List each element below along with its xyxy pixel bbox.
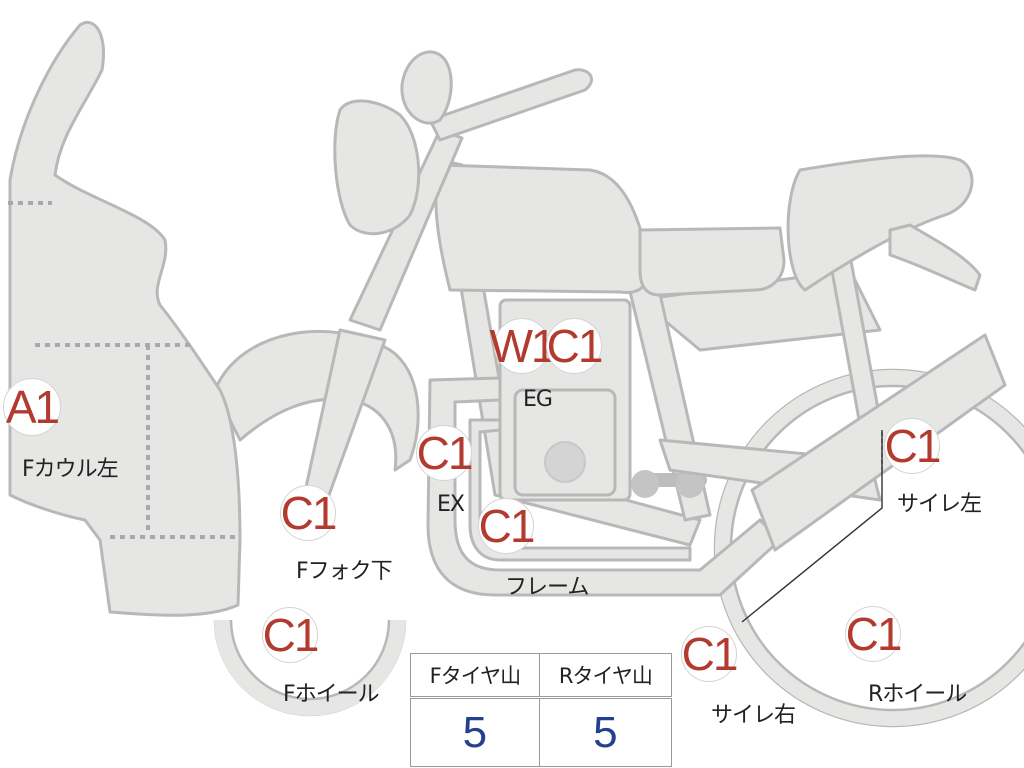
exhaust-pipe-shape (426, 376, 782, 597)
rear-strut-shape (828, 253, 882, 427)
front-cowl-shape (8, 21, 242, 617)
mirror-shape (400, 50, 453, 125)
muffler-shape (750, 333, 1007, 552)
tire-table-value-rear: 5 (538, 697, 673, 767)
tire-table-value-front: 5 (410, 697, 540, 767)
tire-tread-table: Fタイヤ山 Rタイヤ山 5 5 (410, 653, 673, 767)
badge-f-wheel: C1 (262, 607, 319, 663)
label-f-fork: Fフォク下 (296, 559, 393, 584)
tire-table-header-front: Fタイヤ山 (410, 653, 540, 699)
label-ex: EX (437, 492, 465, 517)
rear-seat-shape (786, 154, 974, 292)
handlebar-shape (428, 68, 593, 142)
label-muffler-l: サイレ左 (897, 492, 982, 517)
footpeg-knob-left (631, 470, 659, 498)
rear-frame-shape (638, 268, 882, 352)
tire-table-value-row: 5 5 (410, 697, 673, 767)
engine-case-circle (544, 441, 586, 483)
badge-eg-w: W1 (489, 318, 557, 374)
label-frame: フレーム (505, 575, 589, 600)
tire-table-header-row: Fタイヤ山 Rタイヤ山 (410, 653, 673, 699)
label-muffler-r: サイレ右 (711, 703, 796, 728)
footpeg-knob-right (676, 470, 704, 498)
tire-table-header-rear: Rタイヤ山 (538, 653, 673, 699)
headlight-cowl-shape (333, 99, 421, 236)
tail-shape (888, 223, 982, 292)
badge-muffler-r: C1 (681, 626, 738, 682)
badge-r-wheel: C1 (845, 606, 902, 662)
cowl-seam-lines (8, 201, 238, 539)
badge-f-cowl: A1 (3, 378, 61, 436)
label-f-cowl: Fカウル左 (22, 457, 119, 482)
seat-shape (638, 226, 786, 297)
badge-f-fork: C1 (280, 485, 337, 541)
fuel-tank-shape (434, 163, 651, 295)
label-eg: EG (523, 387, 553, 412)
label-f-wheel: Fホイール (283, 682, 380, 707)
badge-ex: C1 (416, 425, 473, 481)
badge-muffler-l: C1 (884, 418, 941, 474)
label-r-wheel: Rホイール (868, 682, 967, 707)
badge-eg-c: C1 (546, 318, 603, 374)
badge-frame: C1 (478, 498, 535, 554)
front-wheel-shape (213, 619, 407, 717)
